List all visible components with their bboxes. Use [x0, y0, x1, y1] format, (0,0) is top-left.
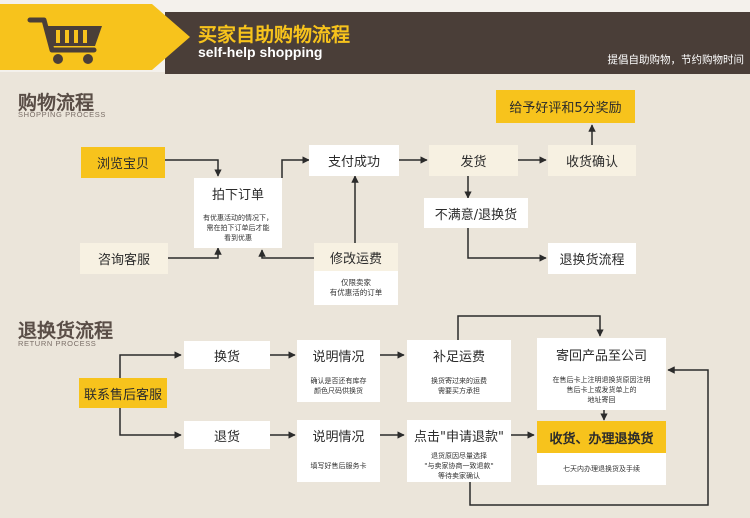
click-refund-node: 点击"申请退款" [407, 420, 511, 450]
reward-node: 给予好评和5分奖励 [496, 90, 635, 123]
shopping-cart-icon [27, 17, 102, 64]
click-refund-note: 退货原因尽量选择"与卖家协商一致退款"等待卖家确认 [407, 450, 511, 482]
modify-shipping-node: 修改运费 [314, 243, 398, 271]
browse-node: 浏览宝贝 [81, 147, 165, 178]
contact-service-node: 联系售后客服 [79, 378, 167, 408]
receive-node: 收货、办理退换货 [537, 421, 666, 453]
send-back-node: 寄回产品至公司 [537, 338, 666, 370]
explain-refund-note: 填写好售后服务卡 [297, 450, 380, 482]
return-flow-node: 退换货流程 [548, 243, 636, 274]
send-back-note: 在售后卡上注明退换货原因注明售后卡上或发货单上的地址寄回 [537, 370, 666, 410]
shopping-section-subtitle: SHOPPING PROCESS [18, 110, 106, 119]
shopping-section-title: 购物流程 [18, 92, 95, 114]
confirm-node: 收货确认 [548, 145, 636, 176]
header-band [165, 12, 750, 74]
order-node: 拍下订单 [194, 178, 282, 208]
refund-node: 退货 [184, 421, 270, 449]
header-title: 买家自助购物流程 [198, 24, 351, 46]
consult-node: 咨询客服 [80, 243, 168, 274]
add-shipping-node: 补足运费 [407, 340, 511, 370]
add-shipping-note: 换货寄过来的运费需要买方承担 [407, 370, 511, 402]
ship-node: 发货 [429, 145, 518, 176]
pay-node: 支付成功 [309, 145, 399, 176]
explain-exchange-note: 确认是否还有库存颜色尺码供换货 [297, 370, 380, 402]
unsatisfied-node: 不满意/退换货 [424, 198, 528, 228]
exchange-node: 换货 [184, 341, 270, 369]
receive-note: 七天内办理退换货及手续 [537, 453, 666, 485]
return-section-subtitle: RETURN PROCESS [18, 339, 97, 348]
explain-refund-node: 说明情况 [297, 420, 380, 450]
return-section-title: 退换货流程 [18, 320, 114, 342]
header-subtitle: self-help shopping [198, 44, 323, 60]
explain-exchange-node: 说明情况 [297, 340, 380, 370]
modify-note: 仅限卖家有优惠活的订单 [314, 271, 398, 305]
header-slogan: 提倡自助购物，节约购物时间 [607, 54, 745, 66]
order-note: 有优惠活动的情况下，需在拍下订单后才能看到优惠 [194, 208, 282, 248]
